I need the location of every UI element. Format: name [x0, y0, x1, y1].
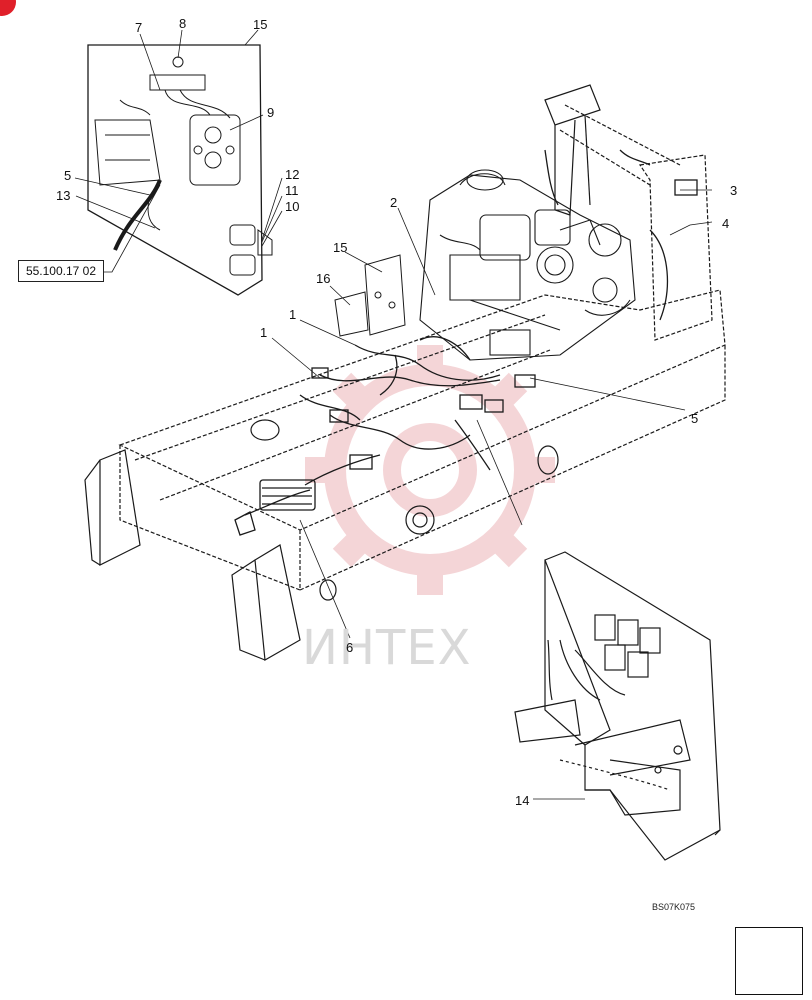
inset-bottom-right: [514, 551, 721, 861]
callout-10: 10: [285, 199, 300, 214]
callout-9: 9: [267, 105, 275, 120]
leader-lines-main: [271, 189, 713, 639]
callout-12: 12: [285, 167, 300, 182]
callout-7: 7: [135, 20, 143, 35]
callout-5-main: 5: [691, 411, 699, 426]
callout-1-lower: 1: [260, 325, 268, 340]
watermark-gear: [305, 345, 555, 595]
callout-11: 11: [285, 183, 299, 198]
leader-lines-inset: [74, 29, 283, 273]
chassis-frame: [118, 289, 726, 591]
chassis-solid: [84, 84, 713, 661]
callout-14: 14: [515, 793, 530, 808]
callout-15-main: 15: [333, 240, 348, 255]
callout-1-upper: 1: [289, 307, 297, 322]
callout-4: 4: [722, 216, 730, 231]
bracket-assembly: [334, 254, 406, 337]
callout-6: 6: [346, 640, 354, 655]
next-page-button[interactable]: [735, 927, 803, 995]
callout-15-inset: 15: [253, 17, 268, 32]
drawing-code: BS07K075: [652, 902, 696, 912]
watermark-text: ИНТЕХ: [302, 620, 472, 676]
engine-assembly: [419, 169, 636, 361]
callout-13: 13: [56, 188, 71, 203]
callout-16: 16: [316, 271, 331, 286]
reference-link-box[interactable]: 55.100.17 02: [18, 260, 104, 282]
callout-5-inset: 5: [64, 168, 72, 183]
callout-8: 8: [179, 16, 187, 31]
callout-3: 3: [730, 183, 738, 198]
inset-top-left: [87, 44, 273, 296]
callout-2: 2: [390, 195, 398, 210]
